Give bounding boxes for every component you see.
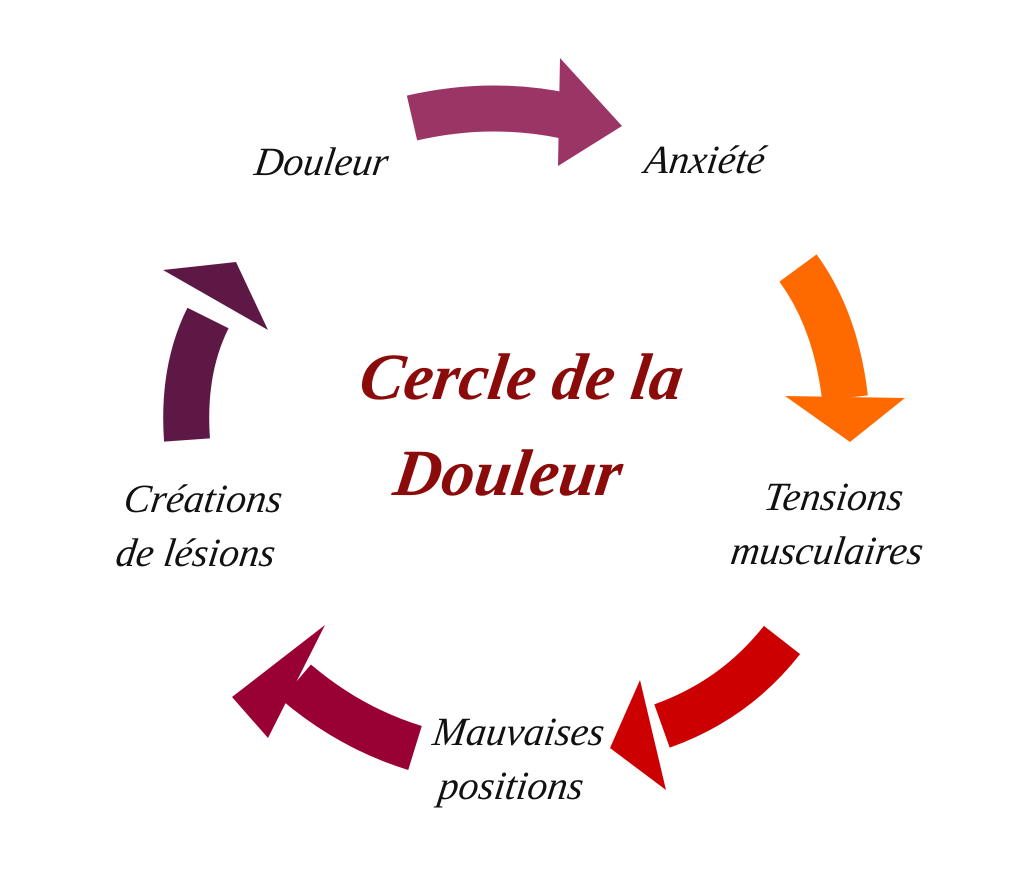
arrow-douleur-to-anxiete [406,58,622,166]
node-label: positions [435,763,587,808]
node-creations-de-lesions: Créations de lésions [104,472,294,580]
title-line-2: Douleur [389,436,628,510]
diagram-title: Cercle de la Douleur [302,330,729,521]
node-label: musculaires [728,528,927,573]
node-label: Douleur [251,139,392,184]
node-anxiete: Anxiété [641,133,769,187]
title-line-1: Cercle de la [355,341,689,414]
arrow-lesions-to-douleur [163,262,268,442]
node-douleur: Douleur [251,135,392,189]
node-tensions-musculaires: Tensions musculaires [727,470,932,578]
node-label: Anxiété [641,137,769,182]
node-label: Mauvaises [430,709,608,754]
arrow-tensions-to-positions [610,625,801,790]
arrow-positions-to-lesions [232,625,423,770]
node-mauvaises-positions: Mauvaises positions [417,705,612,813]
node-label: Tensions [761,474,907,519]
node-label: de lésions [113,530,279,575]
arrow-anxiete-to-tensions [779,254,905,442]
node-label: Créations [121,476,286,521]
